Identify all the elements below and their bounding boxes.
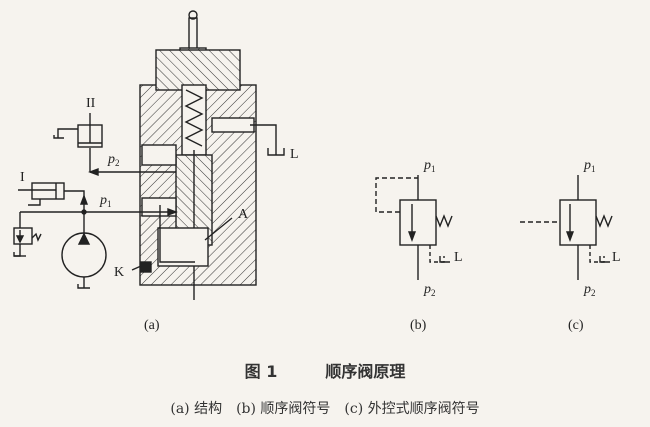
figure-title-text: 顺序阀原理	[325, 362, 406, 381]
label-cylinder-1: I	[20, 170, 25, 185]
p-symbol: p	[424, 158, 431, 173]
label-p2: p2	[108, 152, 120, 168]
label-k: K	[114, 265, 125, 280]
label-cylinder-2: II	[86, 96, 96, 111]
p-symbol: p	[108, 152, 115, 167]
panel-label-a: (a)	[144, 318, 160, 333]
subscript: 1	[591, 164, 596, 174]
subscript: 1	[431, 164, 436, 174]
panel-label-b: (b)	[410, 318, 427, 333]
label-a: A	[238, 207, 249, 222]
label-b-p2: p2	[424, 282, 436, 298]
structure-a	[13, 10, 285, 300]
figure-title: 图 1 顺序阀原理	[0, 358, 650, 382]
label-b-p1: p1	[424, 158, 436, 174]
p-symbol: p	[100, 193, 107, 208]
subscript: 2	[431, 288, 436, 298]
label-b-drain: L	[454, 250, 463, 265]
label-drain-l: L	[290, 147, 299, 162]
figure-number: 图 1	[244, 362, 278, 381]
subscript: 2	[591, 288, 596, 298]
symbol-b	[375, 175, 453, 280]
subscript: 2	[115, 158, 120, 168]
label-c-drain: L	[612, 250, 621, 265]
label-c-p2: p2	[584, 282, 596, 298]
figure-caption: (a) 结构 (b) 顺序阀符号 (c) 外控式顺序阀符号	[170, 401, 480, 417]
label-p1: p1	[100, 193, 112, 209]
p-symbol: p	[584, 282, 591, 297]
p-symbol: p	[424, 282, 431, 297]
symbol-c	[520, 175, 613, 280]
panel-label-c: (c)	[568, 318, 584, 333]
subscript: 1	[107, 199, 112, 209]
label-c-p1: p1	[584, 158, 596, 174]
p-symbol: p	[584, 158, 591, 173]
